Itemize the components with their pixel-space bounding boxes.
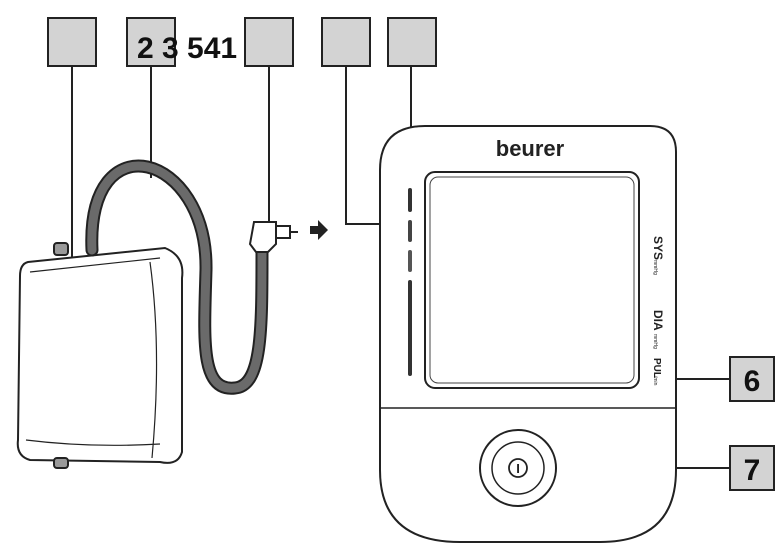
pul-label-group: PUL /min <box>651 358 662 386</box>
callout-numbers-strip: 2 3 541 <box>137 32 237 65</box>
power-button-inner <box>491 441 545 495</box>
insert-arrow-icon <box>310 220 328 240</box>
sys-label: SYS <box>651 236 665 260</box>
cuff-tab-bottom <box>53 457 69 469</box>
callout-box-6 <box>729 356 775 402</box>
air-hose-inner <box>87 161 267 393</box>
brand-logo: beurer <box>496 136 565 161</box>
power-button[interactable]: I <box>479 429 557 507</box>
callout-box-socket <box>321 17 371 67</box>
pul-label: PUL <box>651 358 662 378</box>
sys-label-group: SYS mmHg <box>651 236 665 275</box>
dia-label-group: DIA mmHg <box>651 310 665 349</box>
cuff-tab-top <box>53 242 69 256</box>
dia-label: DIA <box>651 310 665 331</box>
monitor: beurer SYS mmHg DIA mmHg PUL /min I <box>379 125 677 543</box>
dia-unit: mmHg <box>652 334 658 349</box>
callout-box-connector <box>244 17 294 67</box>
hose-connector <box>248 221 298 253</box>
power-icon <box>508 458 528 478</box>
callout-box-cuff <box>47 17 97 67</box>
pul-unit: /min <box>652 376 658 386</box>
lcd-display-inner <box>429 176 635 384</box>
sys-unit: mmHg <box>652 260 658 275</box>
callout-number-6: 6 <box>744 365 761 398</box>
top-callouts <box>47 17 437 67</box>
callout-box-led <box>387 17 437 67</box>
callout-number-7: 7 <box>744 454 761 487</box>
lcd-display <box>424 171 640 389</box>
power-symbol: I <box>516 461 520 476</box>
arm-cuff <box>16 242 184 469</box>
callout-box-7 <box>729 445 775 491</box>
